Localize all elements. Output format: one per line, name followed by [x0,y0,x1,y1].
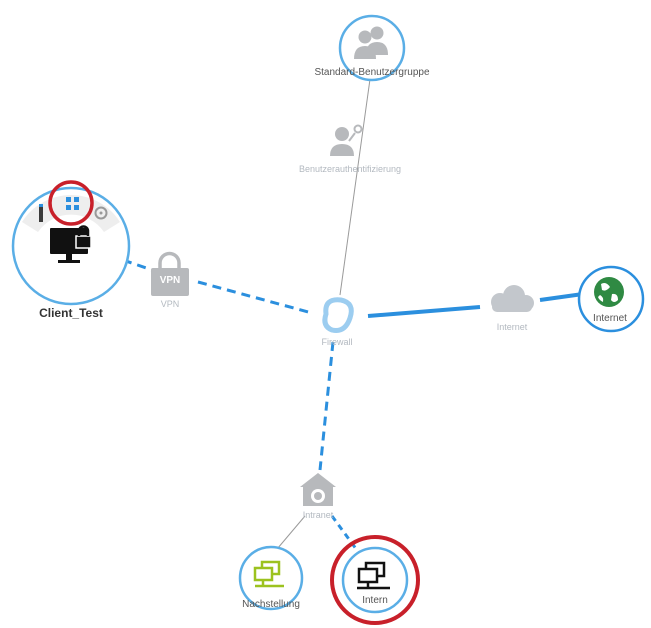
link-firewall-to-cloud [367,305,481,318]
label-vpn-icon-text: VPN [159,275,181,286]
network-computers-icon [253,560,284,588]
users-group-icon [354,26,388,59]
toolbar-settings-icon[interactable] [94,206,108,220]
label-firewall: Firewall [321,337,353,347]
label-intern: Intern [362,595,388,606]
node-standard-group[interactable] [338,14,406,82]
link-vpn-to-firewall [197,280,313,315]
highlight-ring-client [48,180,94,226]
highlight-ring-intern [330,535,420,625]
link-intranet-to-intern [330,515,364,558]
label-vpn: VPN [160,299,180,309]
node-internet[interactable] [577,265,645,333]
cloud-icon[interactable] [491,285,534,312]
label-standard-group: Standard-Benutzergruppe [314,67,430,78]
node-client[interactable] [11,186,131,306]
toolbar-left-icon[interactable] [39,204,43,222]
padlock-icon[interactable] [151,251,189,297]
label-internet: Internet [593,313,627,324]
monitor-lock-icon [50,225,92,263]
label-nachstellung: Nachstellung [242,599,300,610]
house-globe-icon[interactable] [300,473,336,506]
link-cloud-to-internet [539,292,584,302]
node-intern[interactable] [341,546,409,614]
network-computers-icon [357,561,390,590]
label-intranet: Intranet [302,510,334,520]
node-nachstellung[interactable] [238,545,304,611]
user-key-icon[interactable] [330,124,363,157]
link-firewall-to-intranet [318,341,335,471]
label-client: Client_Test [39,306,103,320]
globe-icon [594,277,624,307]
label-cloud: Internet [496,322,528,332]
link-group-to-firewall [339,71,372,296]
firewall-icon[interactable] [322,297,354,333]
device-dots-icon[interactable] [66,197,79,210]
label-user-auth: Benutzerauthentifizierung [298,164,402,174]
